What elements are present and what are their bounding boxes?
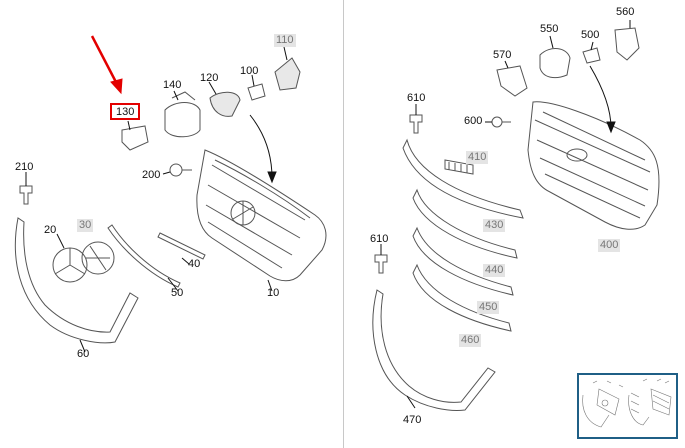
clip-610-a-shape xyxy=(409,114,423,134)
part-label-400[interactable]: 400 xyxy=(598,239,621,252)
cover-120-shape xyxy=(209,91,241,117)
overview-thumbnail-icon xyxy=(582,378,672,428)
part-label-440[interactable]: 440 xyxy=(483,264,506,277)
clip-610-b-shape xyxy=(374,254,388,274)
clip-210-shape xyxy=(19,185,33,205)
cover-570-shape xyxy=(496,65,528,97)
part-label-120[interactable]: 120 xyxy=(200,72,219,84)
part-label-410[interactable]: 410 xyxy=(466,151,489,164)
bracket-110-shape xyxy=(274,57,301,91)
part-label-10[interactable]: 10 xyxy=(267,287,280,299)
overview-thumbnail[interactable] xyxy=(577,373,678,439)
strip-440-shape xyxy=(412,188,518,259)
left-diagram-panel: 110 100 120 140 130 200 210 20 30 40 50 … xyxy=(14,0,344,448)
part-label-20[interactable]: 20 xyxy=(44,224,57,236)
sensor-100-shape xyxy=(247,83,266,101)
screw-200-shape xyxy=(169,163,183,177)
part-label-30[interactable]: 30 xyxy=(77,219,94,232)
part-label-460[interactable]: 460 xyxy=(459,334,482,347)
right-parts-drawing xyxy=(372,20,660,411)
part-label-600[interactable]: 600 xyxy=(464,115,483,127)
emblem-30-shape xyxy=(81,241,115,275)
strip-430-shape xyxy=(402,138,524,219)
part-label-110[interactable]: 110 xyxy=(274,34,296,47)
trim-strip-50-shape xyxy=(107,224,181,288)
part-label-610-lower[interactable]: 610 xyxy=(370,233,389,245)
part-label-210[interactable]: 210 xyxy=(15,161,34,173)
bumper-trim-470-shape xyxy=(372,289,496,411)
trim-strip-40-shape xyxy=(157,232,206,260)
camera-140-shape xyxy=(164,102,201,138)
part-label-200[interactable]: 200 xyxy=(142,169,161,181)
radiator-grille-400-shape xyxy=(527,101,660,230)
left-parts-drawing xyxy=(14,35,327,353)
camera-550-shape xyxy=(539,48,571,79)
sensor-500-shape xyxy=(582,47,601,64)
part-label-450[interactable]: 450 xyxy=(477,301,500,314)
part-label-430[interactable]: 430 xyxy=(483,219,506,232)
strip-460-shape xyxy=(412,263,512,332)
red-pointer-arrow xyxy=(90,35,123,95)
bracket-560-shape xyxy=(614,27,640,61)
bumper-trim-60-shape xyxy=(14,217,139,344)
part-label-560[interactable]: 560 xyxy=(616,6,635,18)
part-label-570[interactable]: 570 xyxy=(493,49,512,61)
screw-600-shape xyxy=(491,116,503,128)
part-label-60[interactable]: 60 xyxy=(77,348,90,360)
part-label-130-highlighted[interactable]: 130 xyxy=(110,103,141,120)
part-label-100[interactable]: 100 xyxy=(240,65,259,77)
part-label-610-upper[interactable]: 610 xyxy=(407,92,426,104)
part-label-40[interactable]: 40 xyxy=(188,258,201,270)
part-label-50[interactable]: 50 xyxy=(171,287,184,299)
cap-130-shape xyxy=(121,125,149,151)
part-label-550[interactable]: 550 xyxy=(540,23,559,35)
part-label-500[interactable]: 500 xyxy=(581,29,600,41)
radiator-grille-10-shape xyxy=(196,149,327,282)
badge-410-shape xyxy=(444,159,474,175)
part-label-470[interactable]: 470 xyxy=(403,414,422,426)
strip-450-shape xyxy=(412,226,514,296)
part-label-140[interactable]: 140 xyxy=(163,79,182,91)
